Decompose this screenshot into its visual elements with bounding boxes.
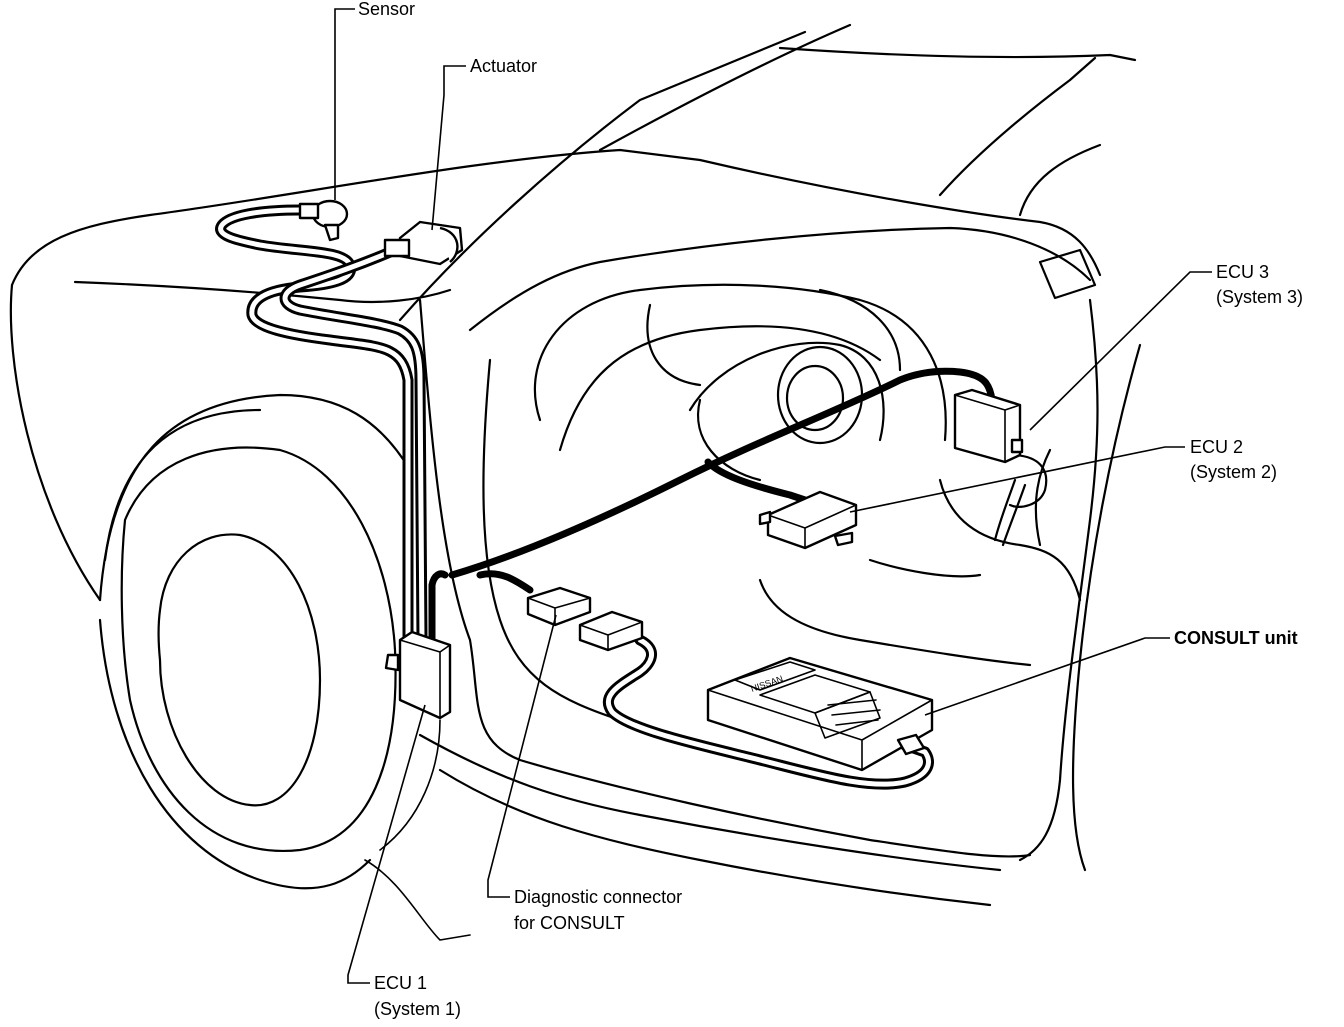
ecu3-system-label: (System 3) [1216, 287, 1303, 307]
consult-unit-part: NISSAN [706, 656, 934, 772]
diagnostic-connector-label: Diagnostic connector [514, 887, 682, 907]
ecu2-label: ECU 2 [1190, 437, 1243, 457]
ecu3-leader [1029, 271, 1212, 431]
sensor-label: Sensor [358, 0, 415, 19]
wiring-harness [215, 204, 996, 790]
consult-unit-leader [924, 637, 1170, 716]
ecu2-part [758, 490, 858, 550]
diagnostic-connector-part [526, 586, 592, 627]
ecu2-leader [849, 446, 1185, 513]
sensor-part [298, 199, 349, 242]
actuator-part [383, 220, 464, 266]
leader-lines [334, 8, 1212, 984]
sensor-leader [334, 8, 355, 200]
ecu1-system-label: (System 1) [374, 999, 461, 1019]
consult-unit-label: CONSULT unit [1174, 628, 1298, 648]
diagnostic-connector-label-2: for CONSULT [514, 913, 625, 933]
car-body [9, 23, 1142, 941]
ecu2-system-label: (System 2) [1190, 462, 1277, 482]
actuator-label: Actuator [470, 56, 537, 76]
ecu1-leader [347, 704, 426, 984]
consult-plug-part [578, 610, 644, 652]
ecu1-label: ECU 1 [374, 973, 427, 993]
callout-labels: Sensor Actuator ECU 3 (System 3) ECU 2 (… [358, 0, 1303, 1019]
actuator-leader [431, 65, 466, 231]
ecu1-part [384, 630, 452, 720]
ecu3-label: ECU 3 [1216, 262, 1269, 282]
diagnostic-connector-leader [487, 614, 557, 898]
ecu3-part [953, 388, 1024, 464]
